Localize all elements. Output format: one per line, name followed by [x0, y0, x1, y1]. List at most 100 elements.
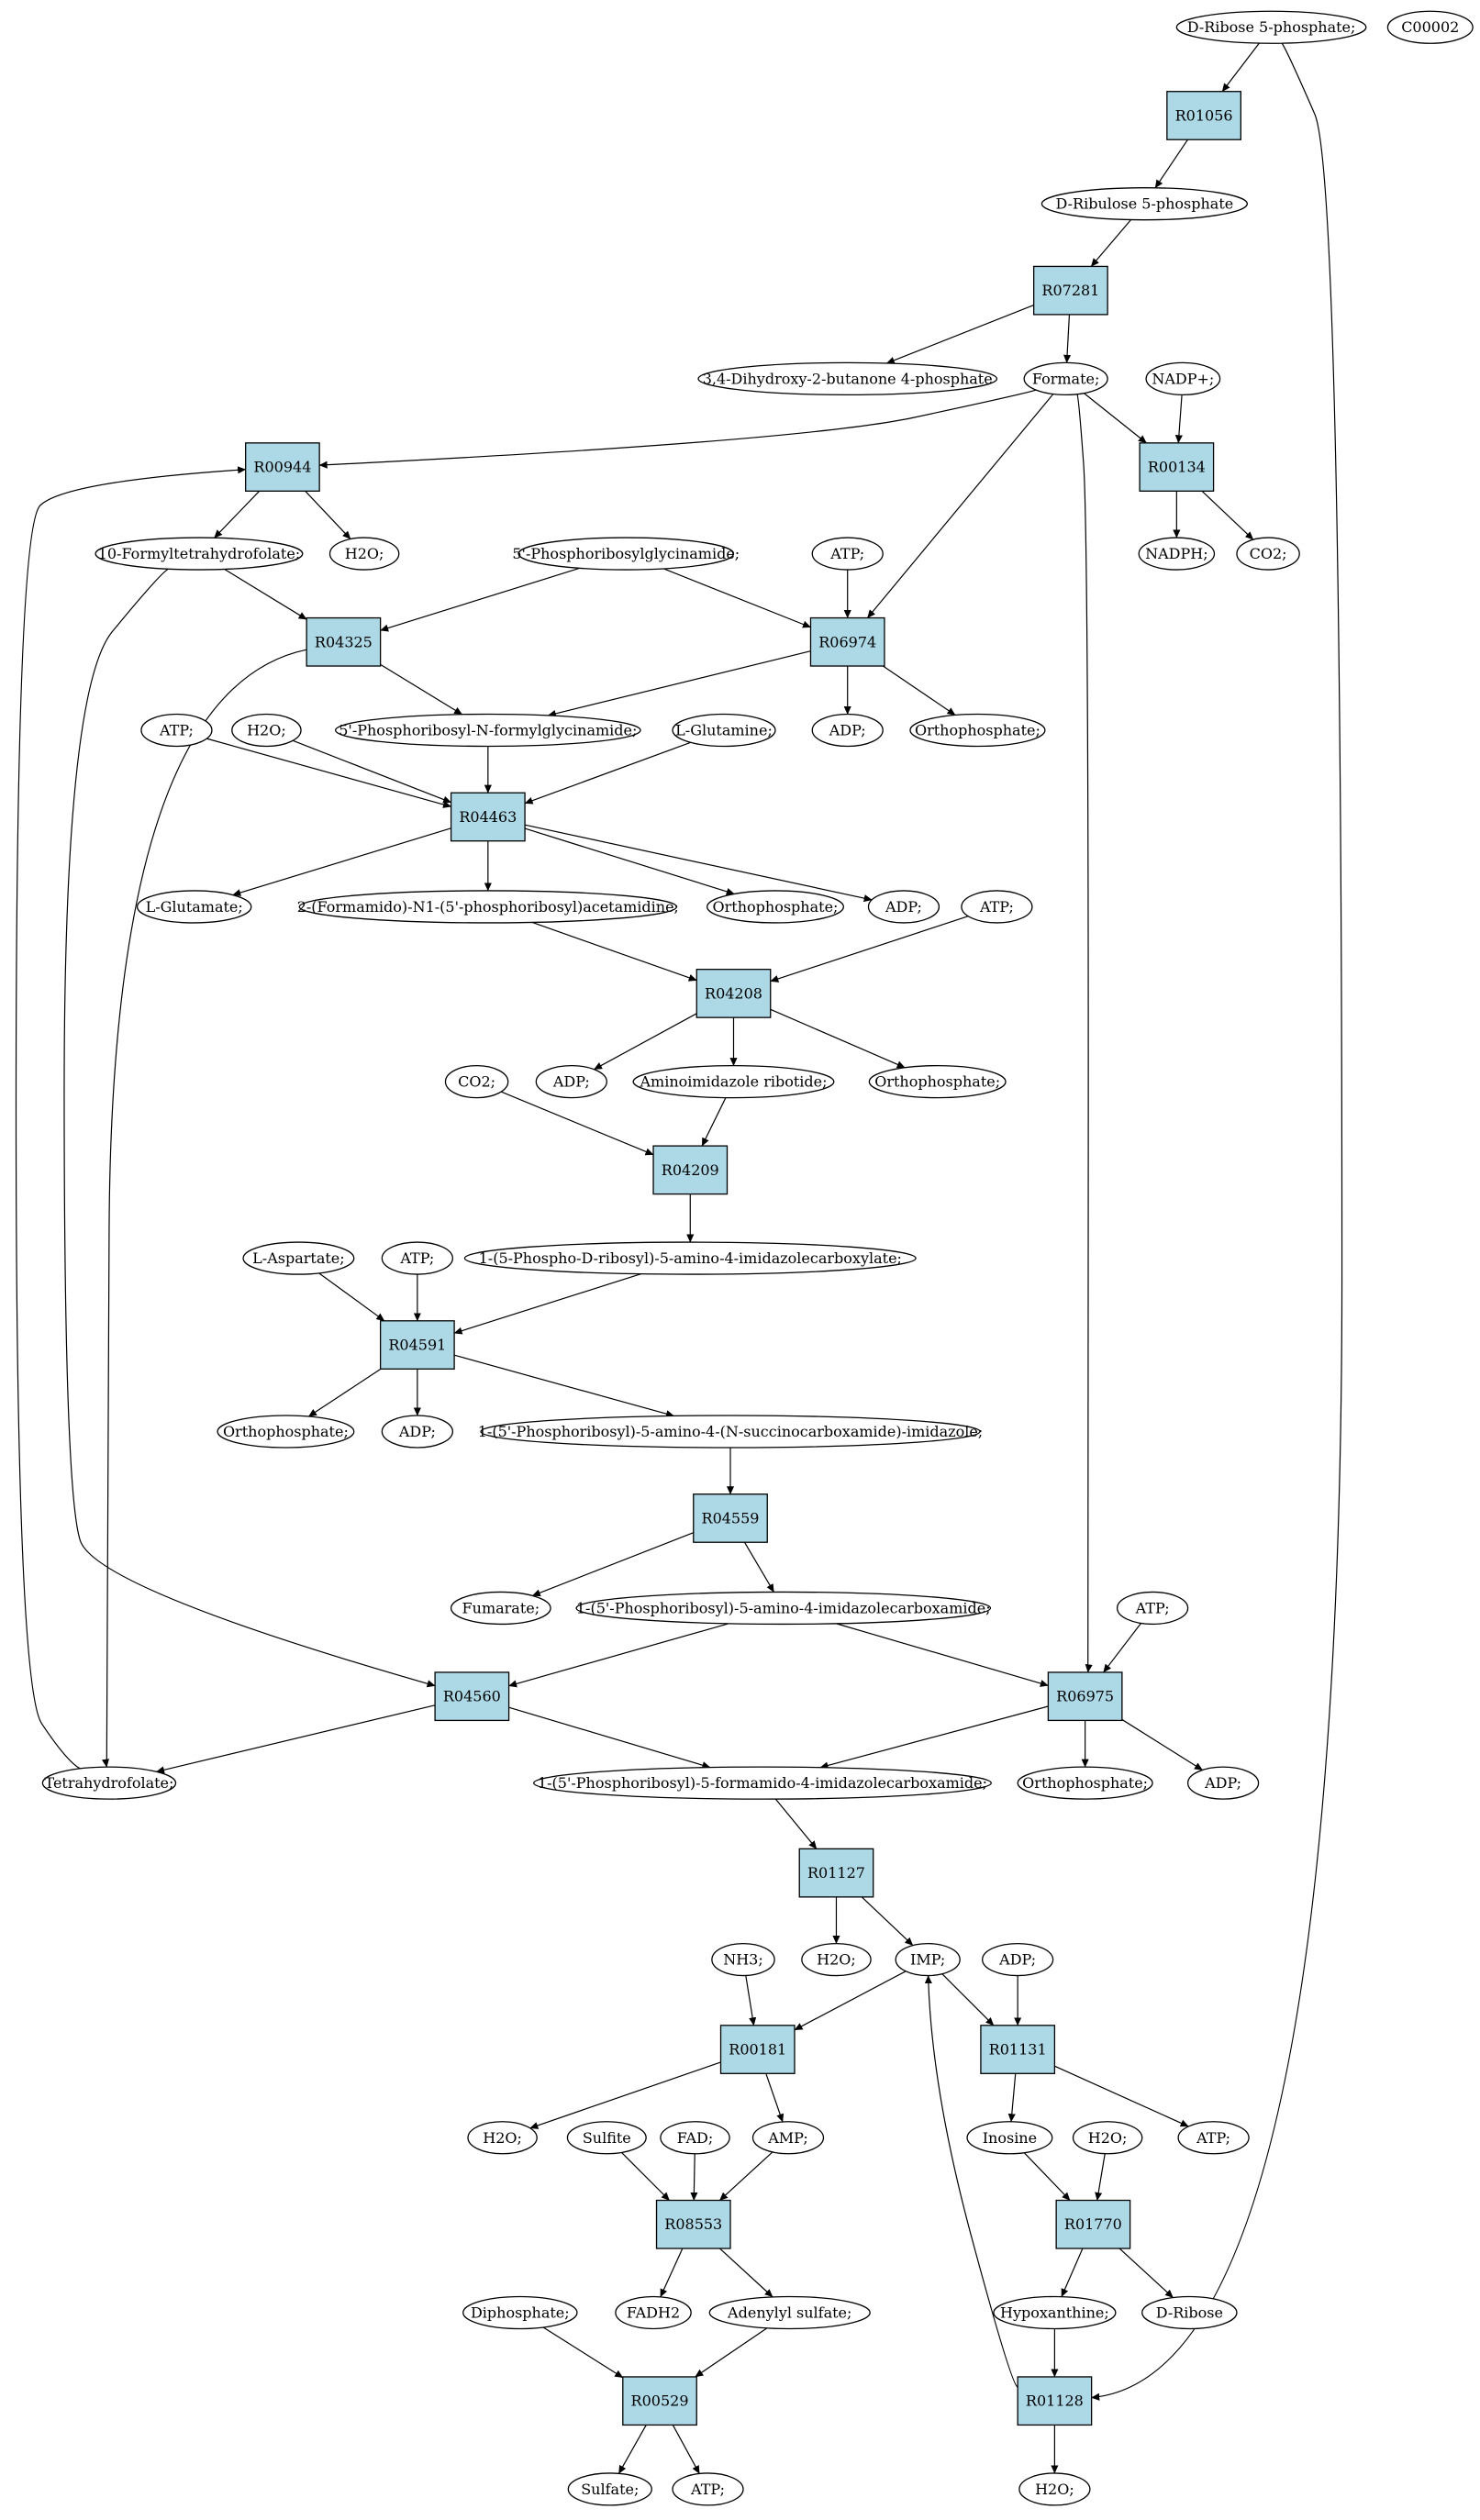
reaction-node-r04325: R04325	[306, 616, 382, 667]
compound-ellipse	[751, 2121, 825, 2155]
edge-formate-to-r00944	[318, 389, 1037, 469]
edge-imp-to-r01131	[941, 1973, 995, 2026]
compound-node-sulfite: Sulfite	[566, 2121, 647, 2155]
node-label: 1-(5'-Phosphoribosyl)-5-amino-4-imidazol…	[576, 1599, 991, 1616]
node-label: AMP;	[767, 2129, 808, 2147]
edge-prg-to-r06974	[663, 568, 811, 628]
edge-r04591-to-ortho_4	[308, 1368, 382, 1417]
edge-prg-to-r04325	[380, 567, 580, 632]
edge-r06974-to-ortho_1	[883, 665, 956, 716]
compound-node-atp_7: ATP;	[672, 2472, 744, 2506]
compound-ellipse	[982, 1942, 1054, 1977]
compound-ellipse	[1236, 537, 1300, 571]
node-label: L-Glutamate;	[146, 898, 243, 916]
edge-formate-to-r06974	[867, 394, 1054, 618]
node-label: H2O;	[1035, 2481, 1074, 2498]
compound-ellipse	[660, 2121, 730, 2155]
reaction-box	[245, 442, 320, 492]
compound-ellipse	[517, 537, 735, 571]
compound-ellipse	[467, 2121, 538, 2155]
edge-r04325-to-fgar	[380, 663, 463, 716]
edge-r00181-to-amp	[765, 2073, 785, 2123]
reaction-box	[306, 616, 382, 667]
edge-atp_2-to-r04463	[206, 738, 452, 808]
node-label: ADP;	[829, 722, 866, 739]
node-label: Sulfite	[583, 2129, 631, 2147]
node-label: CO2;	[1250, 545, 1287, 562]
edge-r00529-to-atp_7	[672, 2425, 700, 2474]
compound-node-aps: Adenylyl sulfate;	[708, 2295, 871, 2330]
node-label: R04560	[443, 1688, 501, 1705]
reaction-node-r01128: R01128	[1017, 2376, 1093, 2426]
reaction-node-r04208: R04208	[695, 969, 772, 1018]
compound-node-atp_4: ATP;	[381, 1241, 453, 1275]
node-label: ATP;	[1196, 2129, 1230, 2147]
reaction-node-r04463: R04463	[450, 792, 526, 842]
compound-node-glutamine: L-Glutamine;	[672, 713, 776, 748]
compound-ellipse	[993, 2295, 1117, 2330]
compound-ellipse	[697, 361, 998, 396]
edge-r04325-to-thf	[102, 649, 307, 1768]
edge-atp_5-to-r06975	[1103, 1623, 1141, 1673]
node-label: ATP;	[690, 2481, 725, 2498]
compound-node-thf: Tetrahydrofolate;	[41, 1766, 177, 1800]
reaction-box	[980, 2025, 1056, 2074]
node-label: R01127	[807, 1864, 865, 1882]
reaction-box	[719, 2025, 796, 2074]
compound-ellipse	[334, 713, 641, 748]
edge-c00117-to-r01128	[1091, 42, 1343, 2401]
edge-inosine-to-r01770	[1023, 2152, 1071, 2201]
node-label: R08553	[664, 2215, 722, 2233]
node-label: NADP+;	[1152, 370, 1214, 387]
node-label: ATP;	[829, 545, 864, 562]
node-label: FADH2	[627, 2304, 680, 2321]
edge-amp-to-r08553	[719, 2151, 773, 2201]
node-label: Fumarate;	[462, 1599, 540, 1616]
edge-co2_2-to-r04209	[500, 1091, 654, 1156]
node-label: R01128	[1026, 2392, 1084, 2410]
reaction-node-r01127: R01127	[798, 1848, 874, 1898]
compound-node-aicar: 1-(5'-Phosphoribosyl)-5-amino-4-imidazol…	[575, 1591, 992, 1626]
compound-node-atp_2: ATP;	[140, 713, 213, 748]
node-label: R00134	[1148, 459, 1206, 476]
node-label: L-Glutamine;	[675, 722, 773, 739]
node-label: Orthophosphate;	[223, 1423, 349, 1440]
compound-node-glutamate: L-Glutamate;	[136, 890, 252, 924]
node-label: Tetrahydrofolate;	[45, 1774, 174, 1792]
edge-aicar-to-r04560	[508, 1623, 729, 1688]
compound-node-aspartate: L-Aspartate;	[242, 1241, 355, 1275]
compound-ellipse	[1141, 2295, 1238, 2330]
node-label: D-Ribose	[1156, 2304, 1223, 2321]
node-label: R00181	[729, 2041, 786, 2059]
edge-r00944-to-formylthf	[214, 490, 261, 538]
node-label: ATP;	[1135, 1599, 1170, 1616]
compound-ellipse	[708, 2295, 871, 2330]
edge-r01770-to-dribose	[1118, 2248, 1174, 2299]
edge-faicar-to-r01127	[774, 1798, 818, 1849]
edge-cair-to-r04591	[453, 1273, 641, 1335]
edge-aspartate-to-r04591	[318, 1272, 385, 1322]
reaction-node-r00134: R00134	[1139, 442, 1215, 492]
compound-node-hypoxanthine: Hypoxanthine;	[993, 2295, 1117, 2330]
node-label: R04559	[702, 1509, 760, 1526]
edge-r04559-to-fumarate	[531, 1532, 694, 1597]
reaction-box	[693, 1493, 768, 1543]
compound-node-saicar: 1-(5'-Phosphoribosyl)-5-amino-4-(N-succi…	[478, 1415, 983, 1449]
compound-ellipse	[535, 1064, 607, 1099]
reaction-node-r06975: R06975	[1047, 1671, 1123, 1722]
compound-ellipse	[575, 1591, 992, 1626]
compound-ellipse	[1018, 2472, 1091, 2506]
compound-ellipse	[801, 1942, 872, 1977]
compound-node-c00117: D-Ribose 5-phosphate;	[1175, 10, 1367, 44]
compound-ellipse	[381, 1241, 453, 1275]
compound-node-adp_1: ADP;	[811, 713, 884, 748]
node-label: Inosine	[983, 2129, 1037, 2147]
compound-node-c00002: C00002	[1386, 10, 1474, 44]
compound-node-prg: 5'-Phosphoribosylglycinamide;	[512, 537, 740, 571]
edge-r06974-to-fgar	[547, 650, 811, 717]
compound-node-diphosphate: Diphosphate;	[462, 2295, 578, 2330]
compound-ellipse	[868, 1064, 1007, 1099]
node-label: ADP;	[885, 898, 922, 916]
compound-ellipse	[615, 2295, 692, 2330]
node-label: NADPH;	[1145, 545, 1208, 562]
